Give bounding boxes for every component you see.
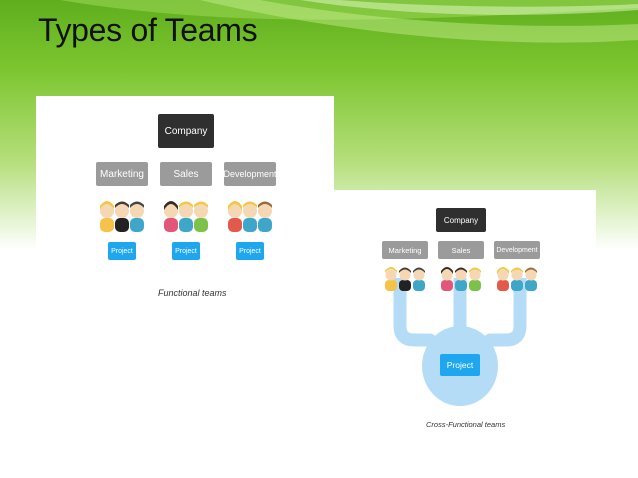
department-box-development: Development — [494, 241, 540, 259]
department-box-marketing: Marketing — [382, 241, 428, 259]
person-icon — [385, 267, 397, 291]
person-icon — [130, 201, 144, 232]
project-label: Project — [446, 360, 474, 370]
people-group-development — [228, 201, 272, 232]
person-icon — [413, 267, 425, 291]
department-box-development: Development — [223, 162, 277, 186]
project-label: Project — [175, 247, 197, 255]
department-label: Sales — [451, 245, 471, 255]
department-label: Development — [496, 246, 538, 254]
person-icon — [115, 201, 129, 232]
company-box: Company — [158, 114, 214, 148]
shared-project-box: Project — [440, 354, 480, 376]
person-icon — [100, 201, 114, 232]
department-label: Marketing — [100, 168, 144, 180]
functional-teams-caption: Functional teams — [158, 288, 227, 298]
person-icon — [497, 267, 509, 291]
person-icon — [511, 267, 523, 291]
department-box-sales: Sales — [160, 162, 212, 186]
department-label: Sales — [173, 168, 199, 180]
project-box-sales: Project — [172, 242, 200, 260]
cross-functional-teams-diagram: Company Marketing Sales Development Proj… — [334, 190, 596, 440]
cross-functional-teams-caption: Cross-Functional teams — [426, 420, 506, 429]
person-icon — [455, 267, 467, 291]
person-icon — [525, 267, 537, 291]
person-icon — [194, 201, 208, 232]
company-label: Company — [164, 125, 208, 137]
person-icon — [441, 267, 453, 291]
person-icon — [179, 201, 193, 232]
department-label: Marketing — [388, 245, 422, 255]
person-icon — [243, 201, 257, 232]
person-icon — [469, 267, 481, 291]
company-label: Company — [443, 215, 479, 225]
project-label: Project — [239, 247, 261, 255]
people-group-marketing — [385, 267, 425, 291]
person-icon — [399, 267, 411, 291]
people-group-sales — [164, 201, 208, 232]
department-label: Development — [223, 169, 277, 179]
person-icon — [228, 201, 242, 232]
project-box-development: Project — [236, 242, 264, 260]
project-box-marketing: Project — [108, 242, 136, 260]
person-icon — [258, 201, 272, 232]
department-box-marketing: Marketing — [96, 162, 148, 186]
department-box-sales: Sales — [438, 241, 484, 259]
people-group-development — [497, 267, 537, 291]
slide-title: Types of Teams — [38, 12, 258, 48]
project-label: Project — [111, 247, 133, 255]
person-icon — [164, 201, 178, 232]
people-group-sales — [441, 267, 481, 291]
company-box: Company — [436, 208, 486, 232]
functional-teams-diagram: Company Marketing Sales Development — [36, 96, 334, 314]
green-swoosh-decoration — [60, 0, 638, 43]
people-group-marketing — [100, 201, 144, 232]
